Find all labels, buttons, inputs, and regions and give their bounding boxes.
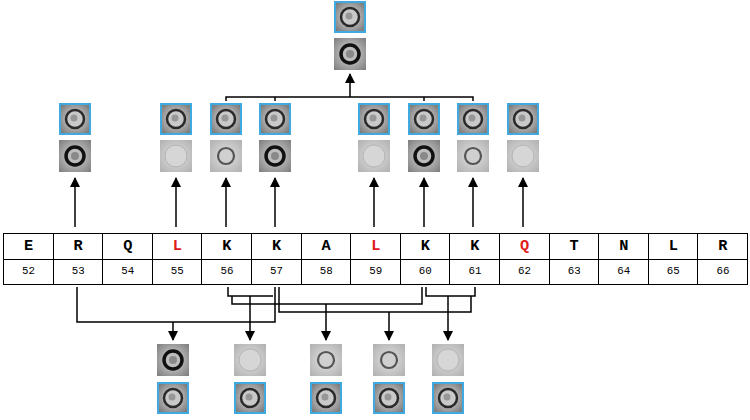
sequence-cell: N64 <box>598 233 649 285</box>
sequence-cell: E52 <box>3 233 54 285</box>
residue-number: 64 <box>599 259 648 284</box>
residue-letter: L <box>153 234 202 259</box>
residue-number: 55 <box>153 259 202 284</box>
residue-number: 59 <box>351 259 400 284</box>
residue-number: 66 <box>698 259 747 284</box>
sequence-cell: L55 <box>152 233 203 285</box>
residue-number: 61 <box>450 259 499 284</box>
residue-number: 62 <box>500 259 549 284</box>
residue-letter: K <box>401 234 450 259</box>
residue-number: 58 <box>302 259 351 284</box>
residue-letter: Q <box>103 234 152 259</box>
sequence-cell: K57 <box>251 233 302 285</box>
sequence-cell: R53 <box>53 233 104 285</box>
residue-letter: A <box>302 234 351 259</box>
residue-letter: L <box>649 234 698 259</box>
residue-number: 63 <box>550 259 599 284</box>
residue-letter: E <box>4 234 53 259</box>
residue-number: 54 <box>103 259 152 284</box>
residue-letter: L <box>351 234 400 259</box>
residue-number: 60 <box>401 259 450 284</box>
sequence-cell: Q54 <box>102 233 153 285</box>
residue-number: 65 <box>649 259 698 284</box>
residue-letter: K <box>202 234 251 259</box>
residue-letter: K <box>252 234 301 259</box>
residue-number: 56 <box>202 259 251 284</box>
residue-letter: K <box>450 234 499 259</box>
residue-number: 52 <box>4 259 53 284</box>
residue-number: 53 <box>54 259 103 284</box>
residue-letter: R <box>54 234 103 259</box>
sequence-cell: K60 <box>400 233 451 285</box>
residue-letter: Q <box>500 234 549 259</box>
residue-letter: N <box>599 234 648 259</box>
sequence-cell: L59 <box>350 233 401 285</box>
sequence-cell: L65 <box>648 233 699 285</box>
residue-letter: R <box>698 234 747 259</box>
sequence-cell: K61 <box>449 233 500 285</box>
residue-letter: T <box>550 234 599 259</box>
sequence-cell: K56 <box>201 233 252 285</box>
sequence-cell: R66 <box>697 233 748 285</box>
sequence-cell: Q62 <box>499 233 550 285</box>
sequence-cell: A58 <box>301 233 352 285</box>
residue-number: 57 <box>252 259 301 284</box>
sequence-cell: T63 <box>549 233 600 285</box>
